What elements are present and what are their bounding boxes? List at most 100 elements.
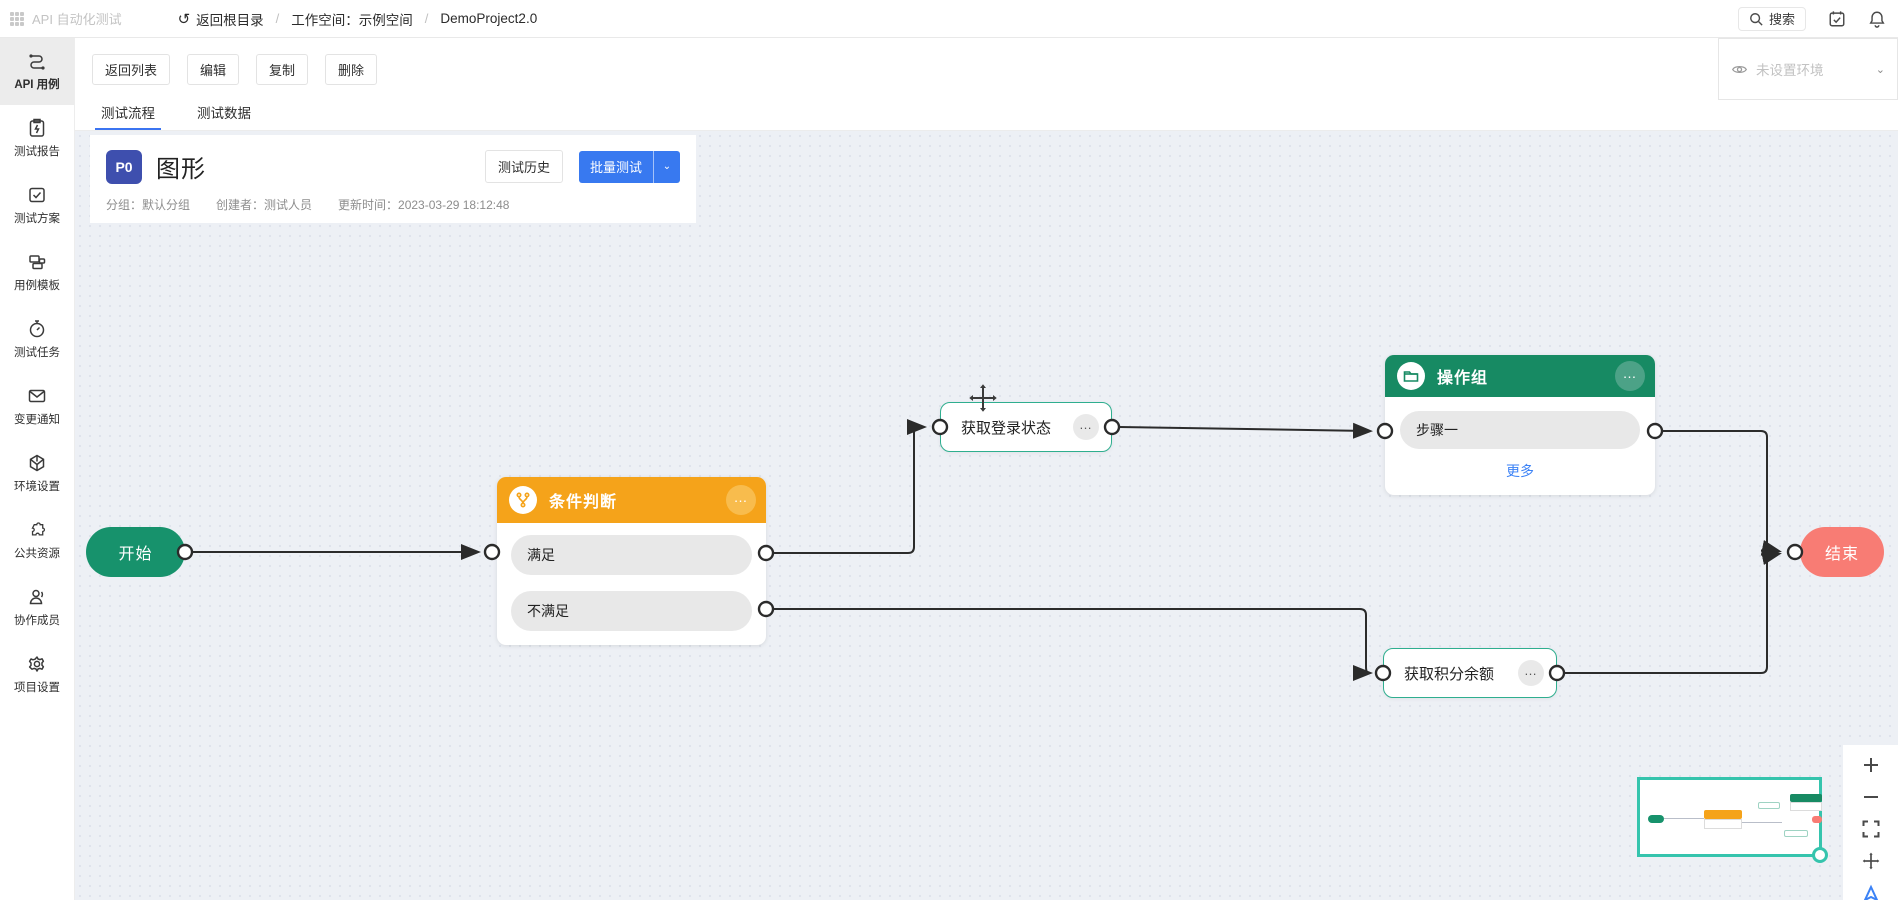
sidebar-item-shared-resources[interactable]: 公共资源: [0, 507, 74, 574]
zoom-in-button[interactable]: [1860, 755, 1882, 775]
sidebar-item-env-settings[interactable]: 环境设置: [0, 440, 74, 507]
breadcrumb-workspace[interactable]: 工作空间：示例空间: [291, 12, 413, 28]
main-panel: 返回列表 编辑 复制 删除 未设置环境 ⌄ 测试流程 测试数据 P0 图形 测试…: [75, 38, 1898, 900]
start-node[interactable]: 开始: [86, 527, 185, 577]
tab-test-flow[interactable]: 测试流程: [95, 100, 161, 130]
folder-icon: [1397, 362, 1425, 390]
sidebar-item-change-notices[interactable]: 变更通知: [0, 373, 74, 440]
pan-mode-button[interactable]: [1860, 851, 1882, 871]
sidebar-item-case-templates[interactable]: 用例模板: [0, 239, 74, 306]
end-node[interactable]: 结束: [1800, 527, 1884, 577]
action-group-header[interactable]: 操作组 …: [1385, 355, 1655, 397]
sidebar-item-project-settings[interactable]: 项目设置: [0, 641, 74, 708]
priority-badge: P0: [106, 149, 142, 184]
minimap[interactable]: [1637, 777, 1828, 863]
minimap-condition-node: [1704, 810, 1742, 819]
calendar-check-icon[interactable]: [1828, 10, 1846, 28]
case-group: 分组：默认分组: [106, 198, 191, 212]
condition-node[interactable]: 条件判断 … 满足 不满足: [497, 477, 766, 645]
search-button[interactable]: 搜索: [1737, 6, 1806, 31]
sidebar-item-test-reports[interactable]: 测试报告: [0, 105, 74, 172]
fit-view-button[interactable]: [1860, 819, 1882, 839]
sidebar-label: 用例模板: [14, 280, 60, 292]
canvas-controls: [1843, 745, 1898, 900]
minimap-resize-handle[interactable]: [1812, 847, 1828, 863]
route-icon: [29, 54, 45, 70]
sidebar-item-test-plans[interactable]: 测试方案: [0, 172, 74, 239]
batch-test-split-button[interactable]: 批量测试 ⌄: [578, 150, 680, 183]
tab-bar: 测试流程 测试数据: [75, 100, 1898, 131]
get-points-balance-node[interactable]: 获取积分余额 …: [1383, 648, 1557, 698]
sidebar-label: 测试报告: [14, 146, 60, 158]
environment-label: 未设置环境: [1756, 63, 1824, 78]
get-login-status-node[interactable]: 获取登录状态 …: [940, 402, 1112, 452]
sidebar-label: 公共资源: [14, 548, 60, 560]
search-icon: [1750, 12, 1763, 26]
task-timer-icon: [29, 320, 45, 338]
back-label: 返回根目录: [196, 12, 264, 28]
action-group-title: 操作组: [1437, 370, 1489, 387]
case-creator: 创建者：测试人员: [216, 198, 313, 212]
get-login-status-label: 获取登录状态: [961, 419, 1052, 437]
minimap-start-node: [1648, 815, 1664, 823]
undo-back-icon: ↺: [177, 10, 191, 28]
left-sidebar: API 用例 测试报告 测试方案 用例模板 测试任务 变更通知 环境设置 公共资…: [0, 38, 75, 900]
sidebar-label: 环境设置: [14, 481, 60, 493]
puzzle-icon: [31, 522, 45, 536]
breadcrumb-project[interactable]: DemoProject2.0: [440, 11, 538, 26]
breadcrumb-separator: /: [275, 11, 280, 26]
sidebar-label: 协作成员: [14, 615, 60, 627]
sidebar-label: 项目设置: [14, 682, 60, 694]
environment-selector[interactable]: 未设置环境 ⌄: [1718, 38, 1898, 100]
top-bar: API 自动化测试 ↺ 返回根目录 / 工作空间：示例空间 / DemoProj…: [0, 0, 1898, 38]
get-points-balance-label: 获取积分余额: [1404, 665, 1495, 683]
get-login-status-menu-button[interactable]: …: [1073, 414, 1099, 440]
mail-icon: [28, 389, 46, 403]
zoom-out-button[interactable]: [1860, 787, 1882, 807]
plan-icon: [29, 187, 45, 203]
sidebar-label: 测试方案: [14, 213, 60, 225]
branch-row-not-satisfied[interactable]: 不满足: [511, 591, 752, 631]
sidebar-item-test-tasks[interactable]: 测试任务: [0, 306, 74, 373]
delete-button[interactable]: 删除: [325, 53, 378, 85]
template-icon: [29, 255, 46, 270]
eye-icon: [1731, 65, 1748, 73]
action-group-node[interactable]: 操作组 … 步骤一 更多: [1385, 355, 1655, 495]
minimap-points-node: [1784, 830, 1808, 837]
notification-bell-icon[interactable]: [1868, 10, 1886, 28]
back-to-root[interactable]: ↺ 返回根目录: [178, 9, 264, 29]
batch-test-dropdown-chevron-icon[interactable]: ⌄: [654, 150, 680, 183]
tab-test-data[interactable]: 测试数据: [197, 106, 251, 121]
breadcrumb-separator: /: [424, 11, 429, 26]
sidebar-label: 测试任务: [14, 347, 60, 359]
test-history-button[interactable]: 测试历史: [484, 150, 563, 183]
get-points-balance-menu-button[interactable]: …: [1518, 660, 1544, 686]
step-row-one[interactable]: 步骤一: [1400, 411, 1640, 449]
action-group-menu-button[interactable]: …: [1615, 361, 1645, 391]
condition-node-menu-button[interactable]: …: [726, 485, 756, 515]
minimap-edge: [1742, 822, 1782, 823]
sidebar-item-api-cases[interactable]: API 用例: [0, 38, 74, 105]
branch-row-satisfied[interactable]: 满足: [511, 535, 752, 575]
app-launcher-icon[interactable]: [10, 11, 24, 26]
edit-button[interactable]: 编辑: [187, 53, 240, 85]
gear-icon: [28, 656, 45, 672]
batch-test-button[interactable]: 批量测试: [578, 150, 654, 183]
branch-icon: [509, 486, 537, 514]
back-to-list-button[interactable]: 返回列表: [92, 53, 171, 85]
case-updated-time: 更新时间：2023-03-29 18:12:48: [338, 198, 510, 212]
condition-node-title: 条件判断: [549, 494, 618, 511]
app-title: API 自动化测试: [32, 12, 122, 27]
condition-node-header[interactable]: 条件判断 …: [497, 477, 766, 523]
member-icon: [29, 589, 44, 605]
sidebar-item-collaborators[interactable]: 协作成员: [0, 574, 74, 641]
minimap-edge: [1664, 818, 1704, 819]
flow-canvas[interactable]: P0 图形 测试历史 批量测试 ⌄ 分组：默认分组 创建者：测试人员 更新时间：…: [75, 131, 1898, 900]
locate-button[interactable]: [1860, 883, 1882, 900]
search-label: 搜索: [1768, 12, 1795, 27]
minimap-login-node: [1758, 802, 1780, 809]
report-icon: [29, 118, 45, 137]
case-title: 图形: [156, 156, 206, 183]
more-link[interactable]: 更多: [1506, 463, 1534, 479]
copy-button[interactable]: 复制: [256, 53, 309, 85]
